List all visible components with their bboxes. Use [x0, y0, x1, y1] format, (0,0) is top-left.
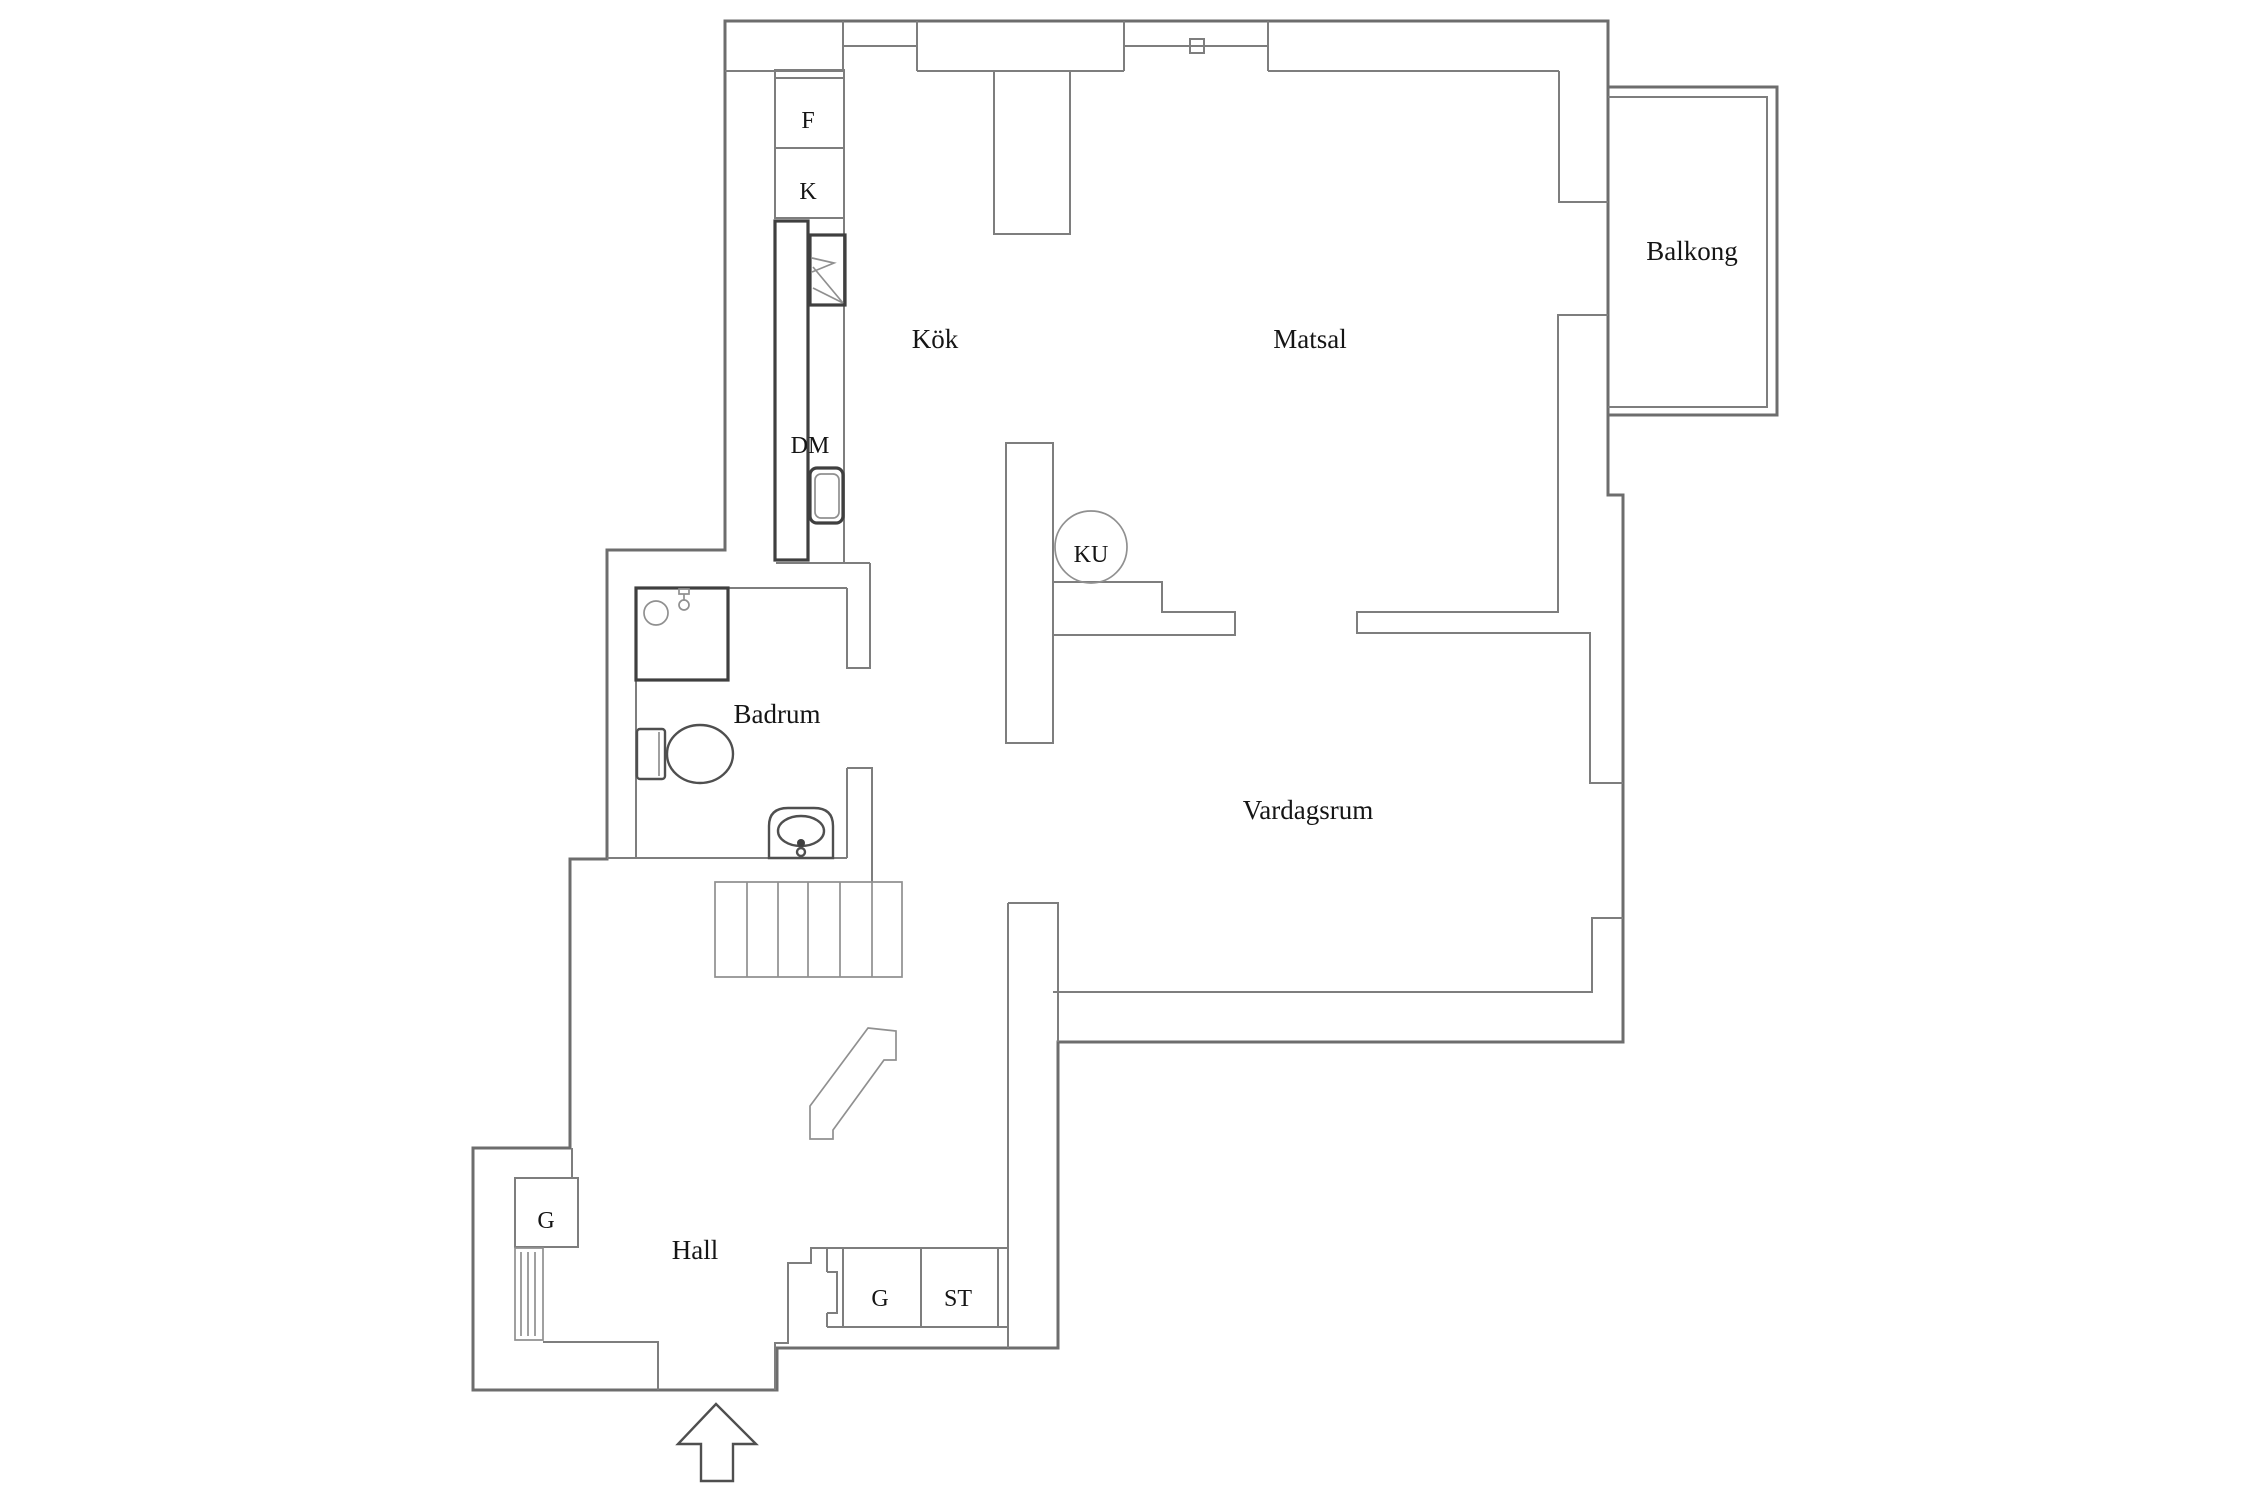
stair-railing	[809, 1027, 897, 1140]
label-kok: Kök	[912, 324, 959, 354]
shower-drain	[643, 600, 669, 626]
balcony-outline	[1608, 85, 1779, 417]
label-vardagsrum: Vardagsrum	[1243, 795, 1373, 825]
cabinet-door	[808, 233, 847, 307]
label-hall: Hall	[672, 1235, 719, 1265]
kitchen-sink-basin	[814, 473, 840, 519]
bathroom-walls	[607, 563, 873, 882]
shower-head	[678, 588, 690, 600]
label-badrum: Badrum	[734, 699, 821, 729]
window-1	[842, 21, 918, 71]
hall-closet	[514, 1177, 579, 1248]
window-handle	[1189, 38, 1205, 54]
washbasin	[767, 806, 835, 860]
label-stove: KU	[1074, 542, 1109, 568]
staircase	[714, 881, 903, 978]
kitchen-peninsula	[1053, 581, 1236, 636]
balcony-railing-inner	[1608, 96, 1768, 408]
right-wall-pier-top	[1558, 71, 1608, 203]
shower	[634, 586, 730, 682]
outer-wall	[471, 19, 1625, 1392]
window-2	[1123, 21, 1269, 71]
label-dishwasher: DM	[791, 433, 830, 459]
duct-column	[993, 70, 1071, 235]
label-balkong: Balkong	[1646, 236, 1738, 266]
label-matsal: Matsal	[1273, 324, 1347, 354]
label-wardrobe-entry: G	[871, 1286, 888, 1312]
radiator	[514, 1247, 544, 1341]
entrance-arrow	[675, 1402, 759, 1483]
cabinet-door-swing	[811, 257, 844, 304]
hall-wall-bottom	[543, 1247, 1008, 1390]
shower-head-circle	[678, 599, 690, 611]
right-wall-pier-mid	[1356, 314, 1623, 784]
label-fridge: F	[801, 108, 814, 134]
label-storage-entry: ST	[944, 1286, 972, 1312]
washbasin-tap-dot	[797, 839, 805, 847]
label-wardrobe-hall: G	[537, 1208, 554, 1234]
stove-circle	[1054, 510, 1128, 584]
toilet-tank	[635, 727, 667, 781]
kitchen-sink	[808, 466, 845, 525]
label-freezer: K	[799, 179, 817, 205]
closet-row-entry	[826, 1248, 1008, 1328]
right-wall-pier-low	[1053, 917, 1623, 993]
washbasin-tap	[795, 846, 807, 858]
toilet-bowl	[665, 723, 735, 785]
tall-cabinet	[773, 219, 810, 562]
corridor-wall-pier	[1007, 902, 1059, 1348]
kitchen-cabinets-fk	[774, 69, 845, 562]
center-wall-pier	[1005, 442, 1054, 744]
